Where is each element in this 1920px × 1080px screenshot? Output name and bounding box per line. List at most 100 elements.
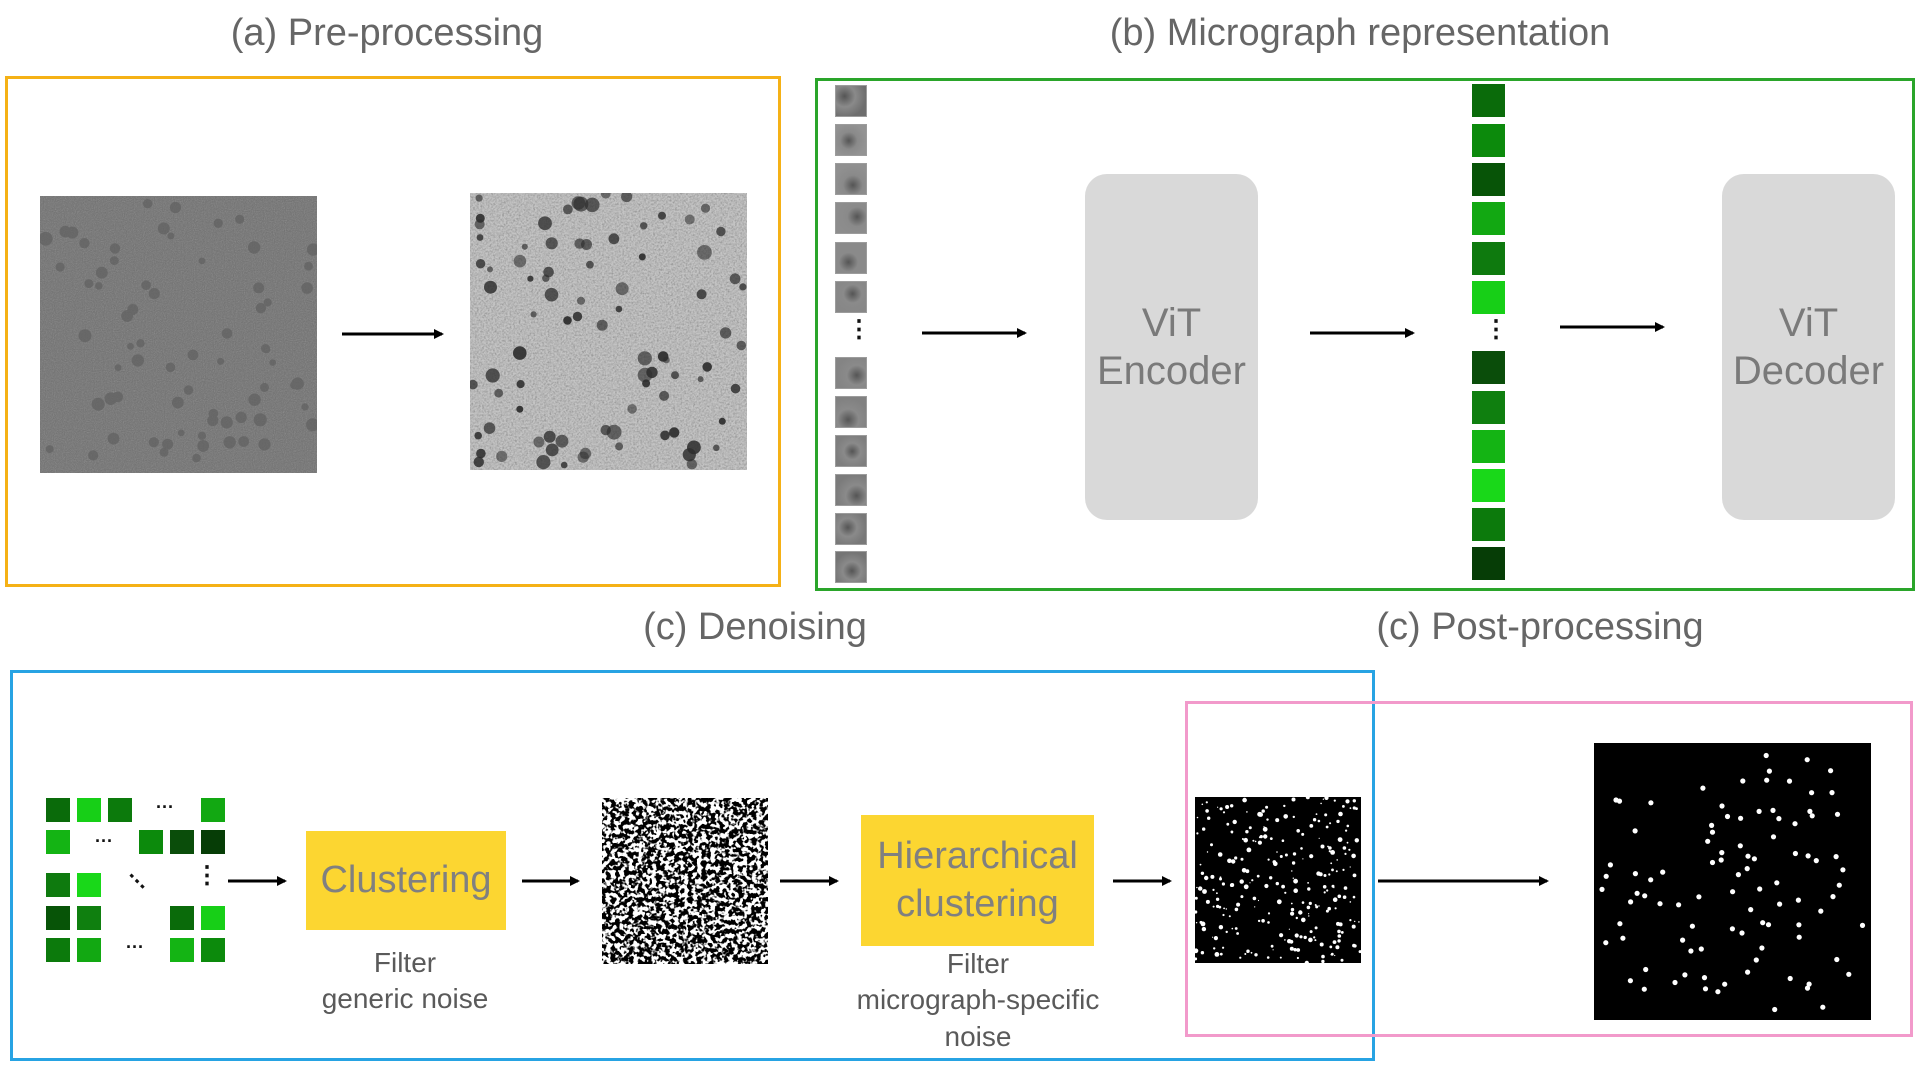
picked-particle-dot	[1709, 822, 1715, 828]
picked-particle-dot	[1603, 873, 1609, 879]
denoised-dot	[1210, 874, 1215, 879]
denoised-dot	[1307, 882, 1309, 884]
denoised-dot	[1291, 797, 1296, 802]
picked-particle-dot	[1834, 811, 1841, 817]
denoised-dot	[1201, 926, 1207, 932]
raw-particle	[197, 440, 210, 452]
processed-particle	[700, 203, 711, 213]
processed-particle	[729, 273, 741, 285]
patch-tile	[835, 474, 867, 506]
processed-particle	[483, 422, 496, 434]
raw-particle	[78, 329, 92, 343]
denoised-dot	[1195, 896, 1198, 900]
denoised-dot	[1329, 822, 1332, 825]
processed-particle	[682, 448, 696, 462]
denoised-dot	[1351, 924, 1356, 929]
denoised-dot	[1342, 895, 1347, 899]
denoised-dot	[1351, 853, 1356, 859]
picked-particle-dot	[1632, 828, 1638, 834]
denoised-dot	[1296, 956, 1299, 960]
picked-particle-dot	[1627, 978, 1633, 984]
denoised-dot	[1292, 877, 1294, 879]
denoised-dot	[1331, 868, 1334, 872]
denoised-dot	[1214, 952, 1220, 957]
denoised-dot	[1281, 839, 1285, 842]
embedding-tile	[1472, 281, 1505, 314]
picked-particle-dot	[1709, 859, 1716, 866]
processed-particle	[571, 196, 586, 210]
raw-particle	[121, 310, 133, 322]
picked-particle-dot	[1846, 971, 1852, 977]
denoised-dot	[1322, 798, 1325, 800]
processed-particle	[658, 211, 666, 220]
picked-particle-dot	[1688, 948, 1694, 954]
picked-particle-dot	[1809, 790, 1815, 796]
picked-particle-dot	[1719, 803, 1725, 809]
processed-particle	[533, 436, 545, 448]
picked-particle-dot	[1766, 768, 1772, 774]
processed-particle	[586, 260, 594, 269]
processed-particle	[485, 368, 500, 383]
picked-particle-dot	[1700, 785, 1706, 791]
processed-particle	[659, 390, 670, 401]
title-preprocessing: (a) Pre-processing	[230, 12, 544, 54]
denoised-dot	[1213, 947, 1216, 950]
denoised-dot	[1250, 951, 1253, 954]
patch-tile	[835, 85, 867, 117]
denoised-dot	[1258, 836, 1261, 839]
denoised-dot	[1343, 886, 1348, 890]
denoised-dot	[1257, 840, 1262, 845]
picked-particle-dot	[1689, 923, 1695, 929]
denoised-dot	[1217, 852, 1223, 857]
picked-particle-dot	[1804, 985, 1811, 991]
denoised-dot	[1287, 939, 1292, 944]
raw-particle	[235, 214, 245, 224]
denoised-dot	[1307, 887, 1311, 891]
picked-particle-dot	[1763, 752, 1769, 759]
denoised-dot	[1296, 948, 1301, 952]
picked-particle-dot	[1632, 871, 1638, 877]
denoised-dot	[1279, 956, 1282, 959]
denoised-dot	[1293, 888, 1298, 893]
denoised-micrograph-image	[1195, 797, 1361, 963]
hierarchical-caption-line3: noise	[944, 1020, 1012, 1052]
denoised-dot	[1284, 853, 1288, 857]
picked-particle-dot	[1682, 972, 1688, 978]
grid-embedding-tile	[46, 798, 70, 822]
processed-particle	[484, 280, 497, 294]
picked-particle-dot	[1660, 869, 1666, 875]
picked-particle-dot	[1745, 969, 1751, 975]
clustering-caption-line1: Filter	[373, 947, 437, 978]
picked-particle-dot	[1613, 797, 1619, 803]
grid-vdots: ⋮	[195, 862, 219, 889]
denoised-dot	[1246, 811, 1248, 813]
picked-particle-dot	[1628, 899, 1634, 905]
processed-particle	[739, 283, 747, 291]
grid-embedding-tile	[139, 830, 163, 854]
raw-particle	[109, 256, 119, 266]
embedding-ellipsis: ⋮	[1484, 316, 1508, 343]
processed-particle	[584, 197, 600, 213]
denoised-dot	[1221, 882, 1225, 886]
processed-particle	[475, 259, 486, 269]
denoised-dot	[1275, 818, 1280, 823]
processed-particle	[536, 455, 551, 470]
raw-particle	[301, 282, 313, 294]
title-denoising: (c) Denoising	[643, 606, 867, 648]
denoised-dot	[1309, 824, 1314, 828]
denoised-dot	[1358, 950, 1361, 954]
processed-particle	[615, 305, 623, 313]
picked-particle-dot	[1648, 877, 1654, 883]
denoised-dot	[1295, 916, 1298, 920]
processed-particle	[696, 289, 707, 300]
picked-particle-dot	[1648, 800, 1654, 806]
denoised-dot	[1325, 825, 1329, 829]
processed-particle	[476, 448, 486, 459]
denoised-dot	[1202, 889, 1207, 894]
denoised-dot	[1309, 930, 1313, 934]
raw-particle	[66, 226, 79, 239]
denoised-dot	[1304, 960, 1309, 963]
processed-particle	[521, 243, 528, 250]
processed-particle	[560, 461, 568, 469]
denoised-dot	[1313, 936, 1316, 939]
